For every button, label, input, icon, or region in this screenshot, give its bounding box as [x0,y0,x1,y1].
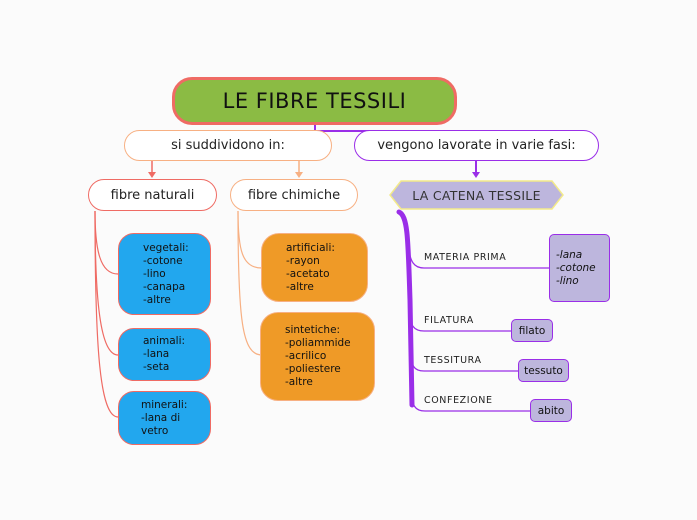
group-vegetali[interactable]: vegetali: -cotone -lino -canapa -altre [118,233,211,315]
group-sintetiche[interactable]: sintetiche: -poliammide -acrilico -polie… [260,312,375,401]
root-title: LE FIBRE TESSILI [222,89,407,113]
phase-tessitura: TESSITURA [424,355,482,366]
group-line: -acetato [286,267,330,280]
output-tessuto[interactable]: tessuto [518,359,569,382]
branch-processing-label: vengono lavorate in varie fasi: [377,138,576,153]
link-materia [407,244,552,269]
group-line: -rayon [286,254,320,267]
group-line: -canapa [143,280,186,293]
output-label: filato [518,324,546,337]
group-line: -altre [286,280,314,293]
phase-materia-prima: MATERIA PRIMA [424,252,507,263]
group-line: artificiali: [286,241,335,254]
group-line: -lana [143,348,170,360]
phase-filatura: FILATURA [424,315,474,326]
group-artificiali[interactable]: artificiali: -rayon -acetato -altre [261,233,368,302]
group-animali[interactable]: animali: -lana -seta [118,328,211,381]
link-chain-trunk [396,209,415,408]
group-line: vetro [141,424,169,437]
phase-confezione: CONFEZIONE [424,395,493,406]
group-line: minerali: [141,398,188,411]
branch-subdivide-label: si suddividono in: [171,138,285,153]
hexagon-shape [389,180,564,210]
arrow-natural [148,172,156,178]
group-line: -cotone [143,254,183,267]
arrow-chemical [295,172,303,178]
output-line: -lana [556,249,583,261]
group-line: vegetali: [143,241,189,254]
group-line: animali: [143,335,186,347]
link-vegetali [94,210,119,275]
group-line: -seta [143,361,170,373]
link-tessitura [409,349,518,372]
link-filatura [408,309,512,332]
chemical-fibers-label: fibre chimiche [247,187,341,203]
link-animali [94,210,119,356]
link-artificiali [237,210,263,269]
output-label: abito [537,404,565,417]
natural-fibers-label: fibre naturali [110,187,195,203]
group-line: -altre [285,376,313,388]
output-abito[interactable]: abito [530,399,572,422]
output-materia-prima[interactable]: -lana -cotone -lino [549,234,610,302]
link-sintetiche [237,210,263,356]
output-filato[interactable]: filato [511,319,553,342]
textile-chain-label: LA CATENA TESSILE [412,187,541,203]
link-confezione [410,389,531,412]
group-line: sintetiche: [285,324,341,336]
output-line: -lino [556,275,579,287]
node-textile-chain[interactable]: LA CATENA TESSILE [389,180,564,210]
group-line: -acrilico [285,350,327,362]
group-line: -altre [143,293,171,306]
branch-processing[interactable]: vengono lavorate in varie fasi: [354,130,599,161]
root-node[interactable]: LE FIBRE TESSILI [172,77,457,125]
group-line: -lino [143,267,166,280]
output-label: tessuto [524,364,563,377]
group-line: -poliestere [285,363,341,375]
group-line: -lana di [141,411,181,424]
node-natural-fibers[interactable]: fibre naturali [88,179,217,211]
group-line: -poliammide [285,337,351,349]
output-line: -cotone [556,262,596,274]
group-minerali[interactable]: minerali: -lana di vetro [118,391,211,445]
branch-subdivide[interactable]: si suddividono in: [124,130,332,161]
node-chemical-fibers[interactable]: fibre chimiche [230,179,358,211]
link-minerali [94,210,119,418]
arrow-chain [472,172,480,178]
